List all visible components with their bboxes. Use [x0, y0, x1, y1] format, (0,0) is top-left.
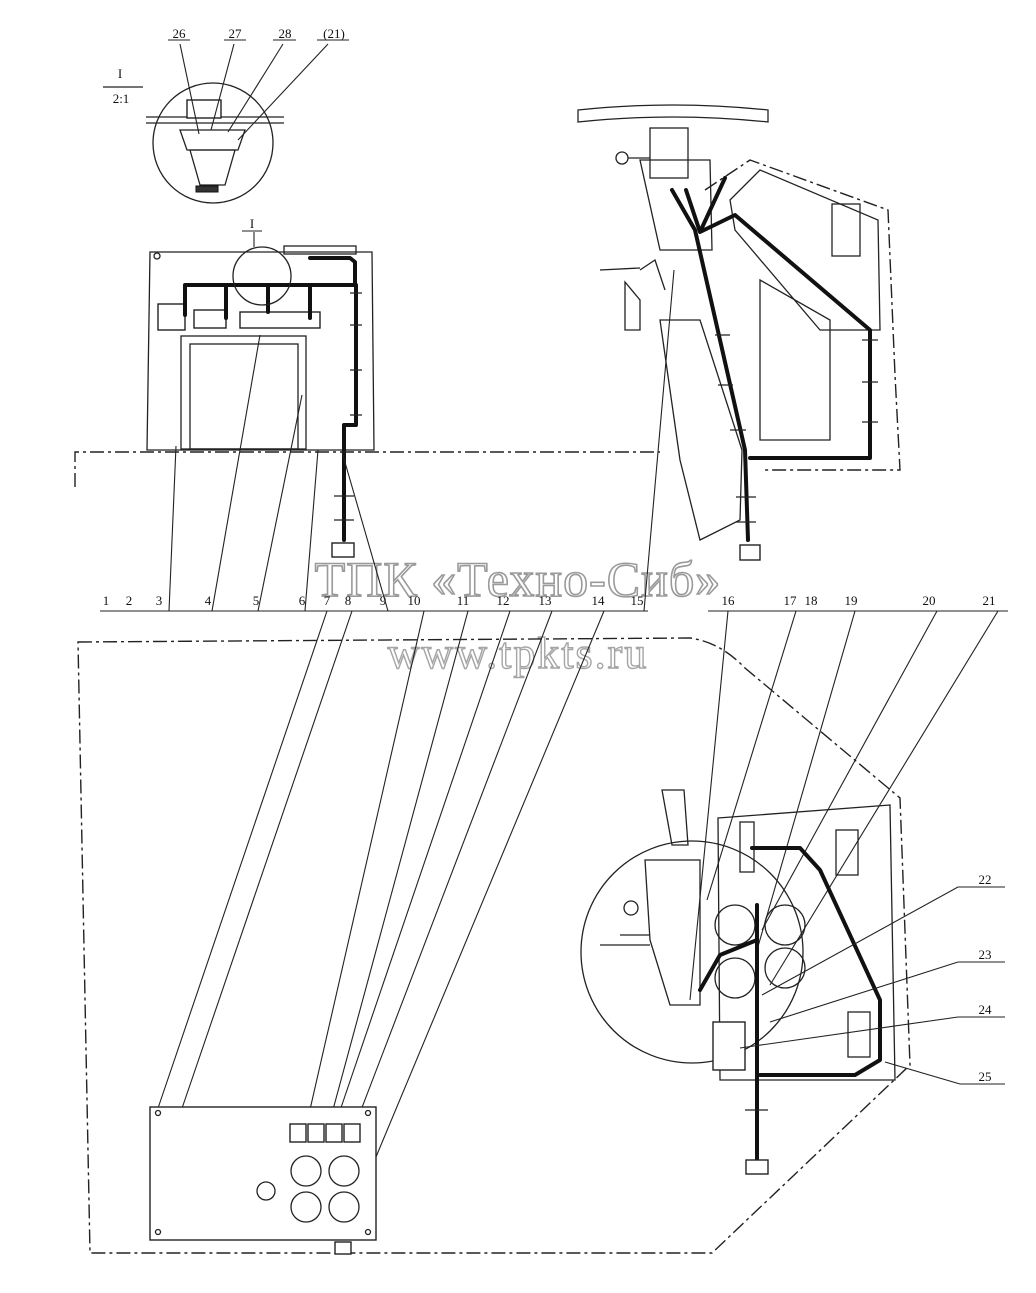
detail-callout-28: 28 [279, 26, 292, 41]
callout-13: 13 [539, 593, 552, 608]
detail-callout-26: 26 [173, 26, 187, 41]
steering-column [649, 127, 689, 179]
detail-circle [152, 82, 274, 204]
watermark-url: www.tpkts.ru [388, 629, 649, 678]
callout-5: 5 [253, 593, 260, 608]
plan-view: 22 23 24 25 [77, 637, 1005, 1255]
detail-bolt-head [186, 99, 222, 119]
callout-22: 22 [979, 872, 992, 887]
callout-23: 23 [979, 947, 992, 962]
connector-plan [745, 1159, 769, 1175]
switch-1 [289, 1123, 307, 1143]
harness-side-b [684, 176, 872, 460]
connector-left [331, 542, 355, 558]
harness-side-a [670, 188, 750, 542]
callout-24: 24 [979, 1002, 993, 1017]
plan-detail-circle [580, 840, 804, 1064]
callout-2: 2 [126, 593, 133, 608]
callout-7: 7 [324, 593, 331, 608]
callout-19: 19 [845, 593, 858, 608]
callout-9: 9 [380, 593, 387, 608]
callout-21: 21 [983, 593, 996, 608]
pedestal [659, 319, 743, 541]
callout-12: 12 [497, 593, 510, 608]
callout-6: 6 [299, 593, 306, 608]
gauge-2 [328, 1155, 360, 1187]
relay-block [157, 303, 186, 331]
detail-view-I: I 2:1 26 27 28 (21) [103, 26, 349, 204]
detail-I-reference: I [250, 216, 254, 231]
detail-cone [189, 149, 236, 186]
joystick [661, 789, 689, 846]
indicator-lamp [256, 1181, 276, 1201]
callout-17: 17 [784, 593, 798, 608]
callout-25: 25 [979, 1069, 992, 1084]
callout-row: 1 2 3 4 5 6 7 8 9 10 11 12 13 14 15 16 1… [100, 593, 1008, 612]
callout-14: 14 [592, 593, 606, 608]
callout-1: 1 [103, 593, 110, 608]
connector-right [739, 544, 761, 561]
watermark: ТПК «Техно-Сиб» www.tpkts.ru [314, 550, 722, 679]
floor-line [74, 451, 660, 487]
callout-4: 4 [205, 593, 212, 608]
switch-3 [325, 1123, 343, 1143]
front-panel-view: I [74, 216, 660, 558]
detail-callout-21: (21) [323, 26, 345, 41]
fuse-block [712, 1021, 746, 1071]
gauge-1 [290, 1155, 322, 1187]
cab-floor-outline [77, 637, 911, 1254]
switch-4 [343, 1123, 361, 1143]
detail-scale: 2:1 [113, 91, 130, 106]
steering-wheel [577, 104, 769, 123]
harness-main [183, 256, 357, 317]
callout-18: 18 [805, 593, 818, 608]
side-cab-view [577, 104, 901, 561]
callout-3: 3 [156, 593, 163, 608]
watermark-company: ТПК «Техно-Сиб» [315, 551, 722, 607]
callout-15: 15 [631, 593, 644, 608]
detail-nut [195, 185, 219, 193]
gauge-3 [290, 1191, 322, 1223]
callout-10: 10 [408, 593, 421, 608]
switch-2 [307, 1123, 325, 1143]
gauge-4 [328, 1191, 360, 1223]
detail-body [179, 129, 246, 151]
detail-callout-27: 27 [229, 26, 243, 41]
callout-16: 16 [722, 593, 736, 608]
console-upper [729, 169, 881, 331]
cab-outline [704, 159, 901, 471]
detail-label: I [118, 66, 122, 81]
harness-down [342, 283, 358, 542]
harness-plan [750, 846, 882, 1162]
leader-lines [154, 269, 999, 1201]
panel-housing [146, 251, 375, 451]
console-plan [717, 804, 896, 1081]
callout-8: 8 [345, 593, 352, 608]
callout-20: 20 [923, 593, 936, 608]
detail-I-marker [232, 246, 292, 306]
seat-plan [644, 859, 701, 1006]
callout-11: 11 [457, 593, 470, 608]
